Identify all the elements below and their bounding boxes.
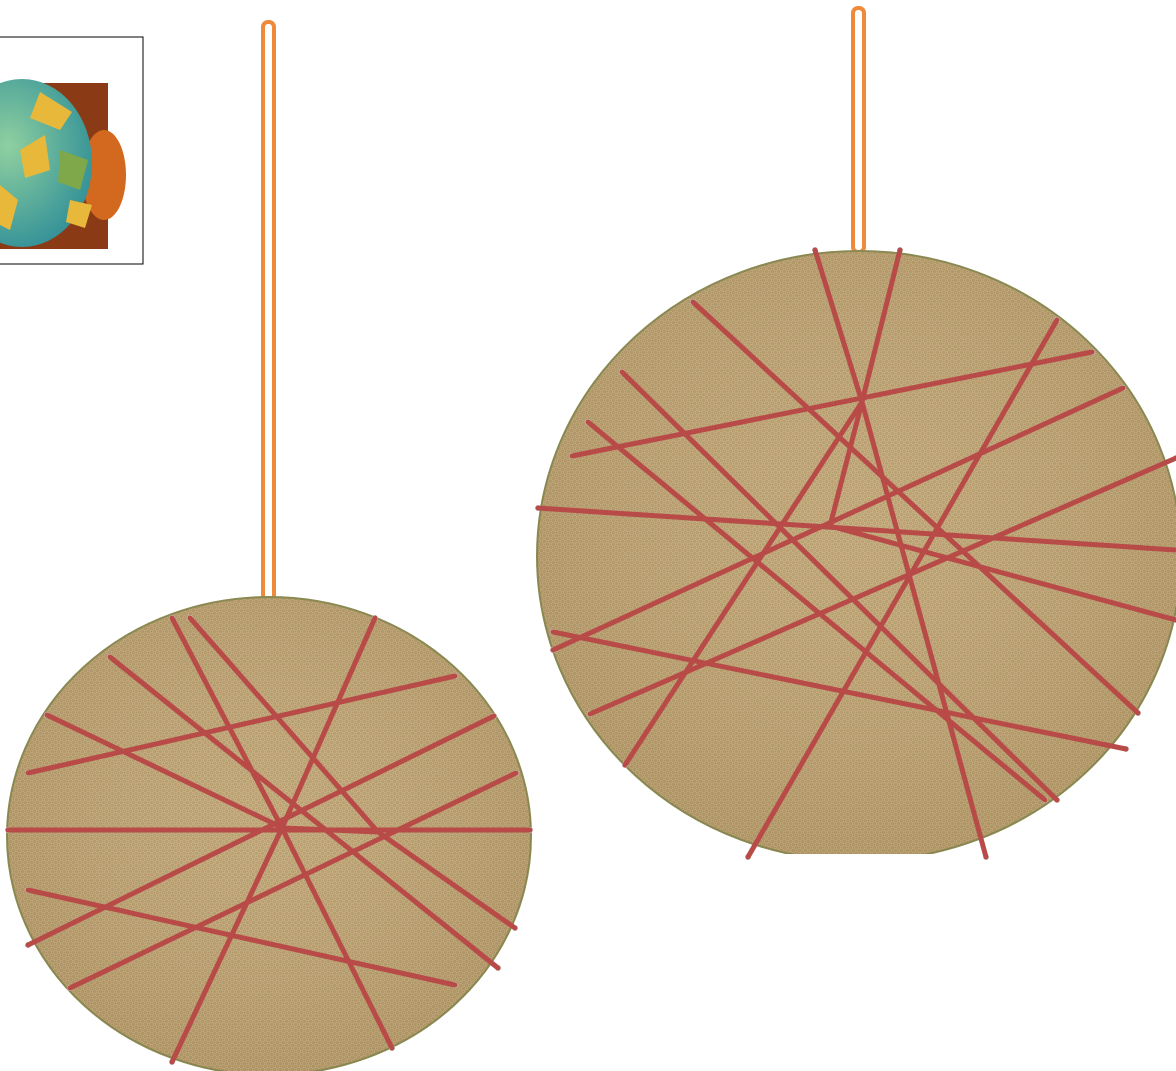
reference-photo xyxy=(0,37,143,264)
burlap-shading xyxy=(537,251,1176,861)
hanging-loop xyxy=(263,22,274,600)
burlap-shading xyxy=(7,597,531,1071)
large-ornament xyxy=(535,8,1176,861)
hanging-loop xyxy=(853,8,864,252)
